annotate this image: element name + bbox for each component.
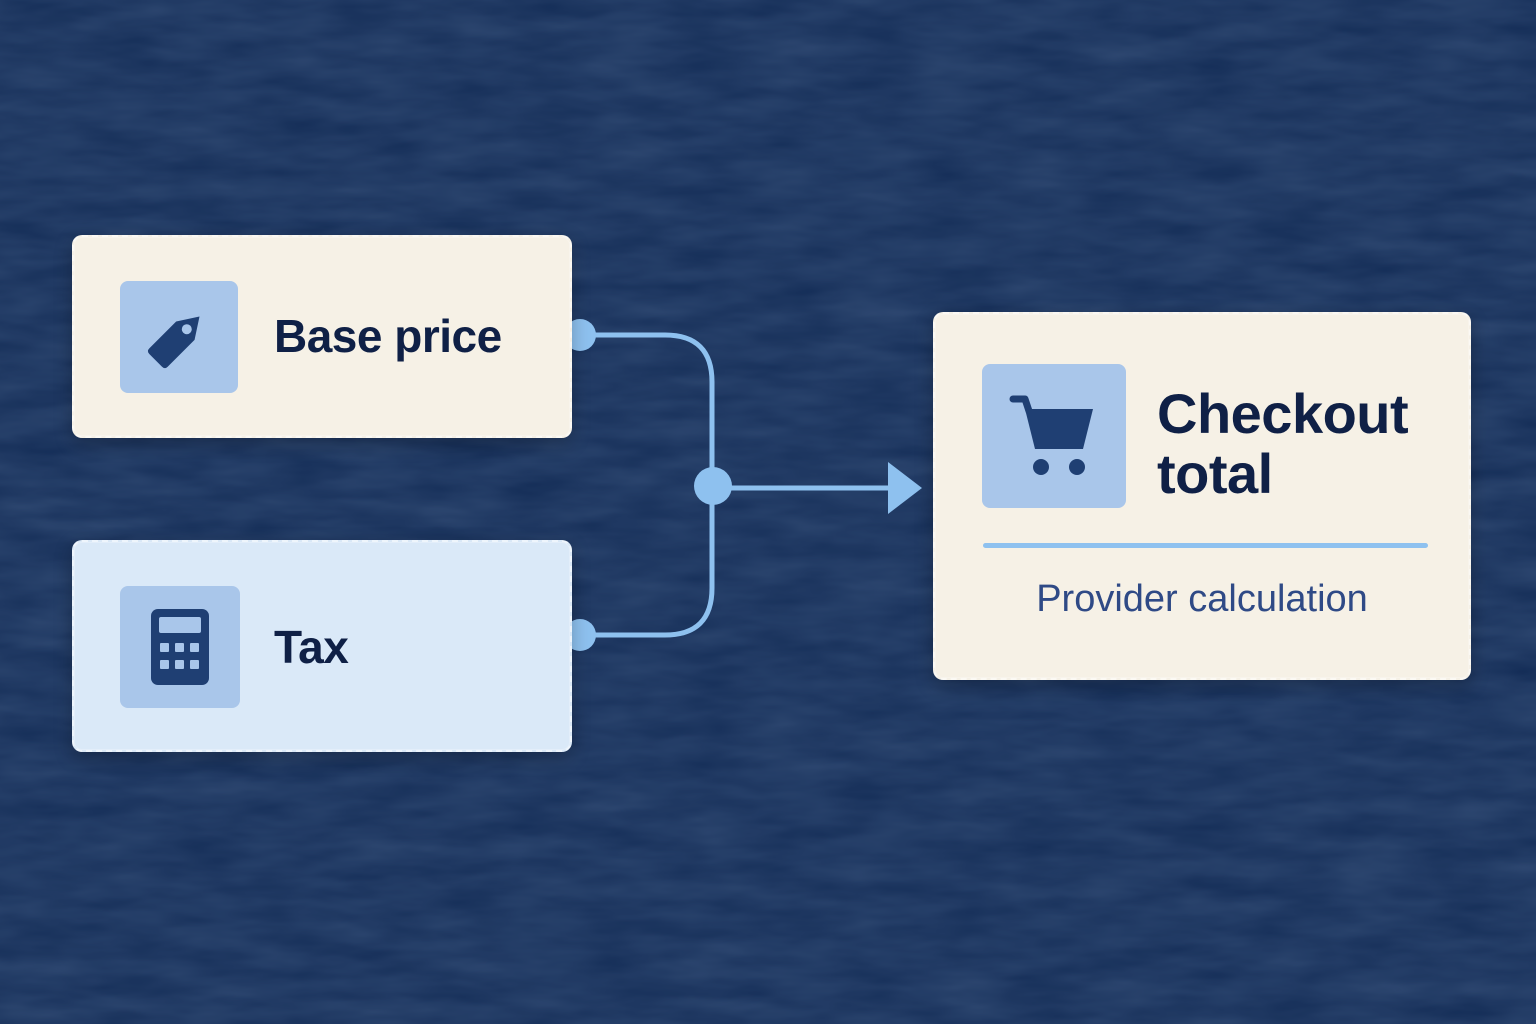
checkout-total-divider (983, 543, 1428, 548)
calculator-icon (151, 609, 209, 685)
port-base-price (564, 319, 596, 351)
junction-node (694, 467, 732, 505)
base-price-label: Base price (274, 310, 502, 362)
arrowhead-icon (888, 462, 922, 514)
connector-tax (580, 488, 715, 638)
connector-base-price (580, 332, 715, 488)
tax-icon-box (120, 586, 240, 708)
tax-card: Tax (72, 540, 572, 752)
price-tag-icon (147, 316, 200, 369)
checkout-total-label: Checkout total (1157, 382, 1409, 505)
port-tax (564, 619, 596, 651)
checkout-total-icon-box (982, 364, 1126, 508)
checkout-total-subtitle: Provider calculation (1036, 578, 1368, 620)
checkout-total-card: Checkout total Provider calculation (933, 312, 1471, 680)
base-price-icon-box (120, 281, 238, 393)
shopping-cart-icon (1009, 395, 1093, 475)
tax-label: Tax (274, 621, 349, 673)
base-price-card: Base price (72, 235, 572, 438)
